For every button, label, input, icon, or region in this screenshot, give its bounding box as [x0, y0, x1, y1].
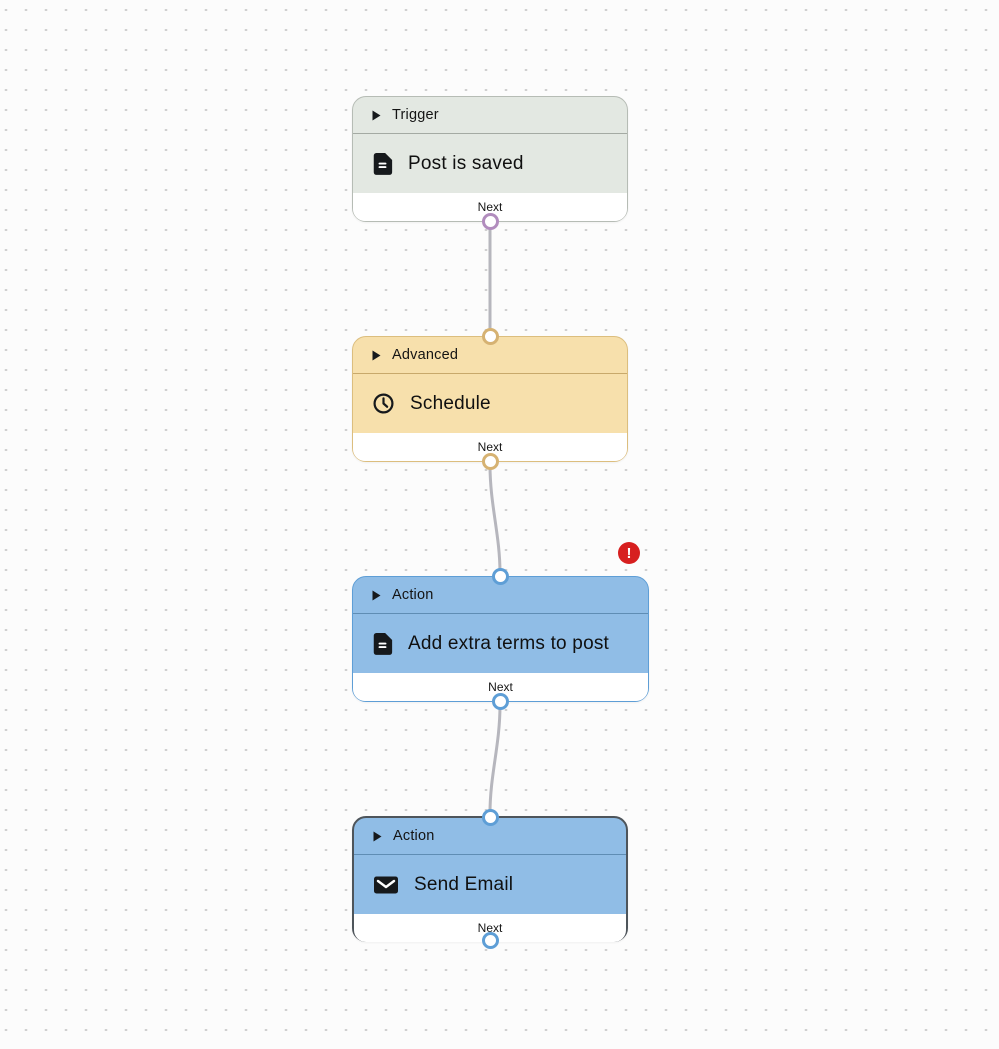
output-port[interactable] [492, 693, 509, 710]
node-header[interactable]: Action [354, 818, 626, 855]
node-title: Add extra terms to post [408, 632, 610, 654]
node-category-label: Trigger [392, 107, 439, 123]
input-port[interactable] [492, 568, 509, 585]
next-port-label: Next [477, 439, 503, 454]
connector-action1-to-action2[interactable] [488, 703, 502, 815]
node-category-label: Action [392, 587, 434, 603]
node-action-send-email[interactable]: Action Send Email Next [352, 809, 628, 949]
output-port[interactable] [481, 932, 499, 949]
document-icon [372, 632, 393, 655]
next-port-label: Next [477, 199, 503, 214]
node-header[interactable]: Trigger [353, 97, 627, 134]
node-title: Schedule [410, 392, 491, 414]
node-body[interactable]: Add extra terms to post [353, 614, 648, 673]
collapse-triangle-icon[interactable] [372, 590, 381, 601]
output-port[interactable] [481, 213, 499, 230]
node-trigger-post-is-saved[interactable]: Trigger Post is saved Next [352, 96, 628, 230]
error-badge-icon[interactable]: ! [618, 542, 640, 564]
node-action-add-extra-terms[interactable]: ! Action Add extra terms to post Next [352, 542, 649, 710]
node-body[interactable]: Schedule [353, 374, 627, 433]
collapse-triangle-icon[interactable] [372, 110, 381, 121]
node-header[interactable]: Advanced [353, 337, 627, 374]
collapse-triangle-icon[interactable] [373, 831, 382, 842]
input-port[interactable] [481, 328, 499, 345]
document-icon [372, 152, 393, 175]
node-advanced-schedule[interactable]: Advanced Schedule Next [352, 328, 628, 470]
mail-icon [373, 874, 399, 896]
node-title: Post is saved [408, 152, 524, 174]
node-title: Send Email [414, 873, 514, 895]
node-header[interactable]: Action [353, 577, 648, 614]
clock-icon [372, 392, 395, 415]
output-port[interactable] [481, 453, 499, 470]
connector-advanced-to-action1[interactable] [488, 463, 502, 575]
node-category-label: Action [393, 828, 435, 844]
node-body[interactable]: Send Email [354, 855, 626, 914]
node-category-label: Advanced [392, 347, 459, 363]
next-port-label: Next [477, 920, 503, 935]
next-port-label: Next [488, 679, 513, 694]
node-body[interactable]: Post is saved [353, 134, 627, 193]
input-port[interactable] [481, 809, 499, 826]
collapse-triangle-icon[interactable] [372, 350, 381, 361]
